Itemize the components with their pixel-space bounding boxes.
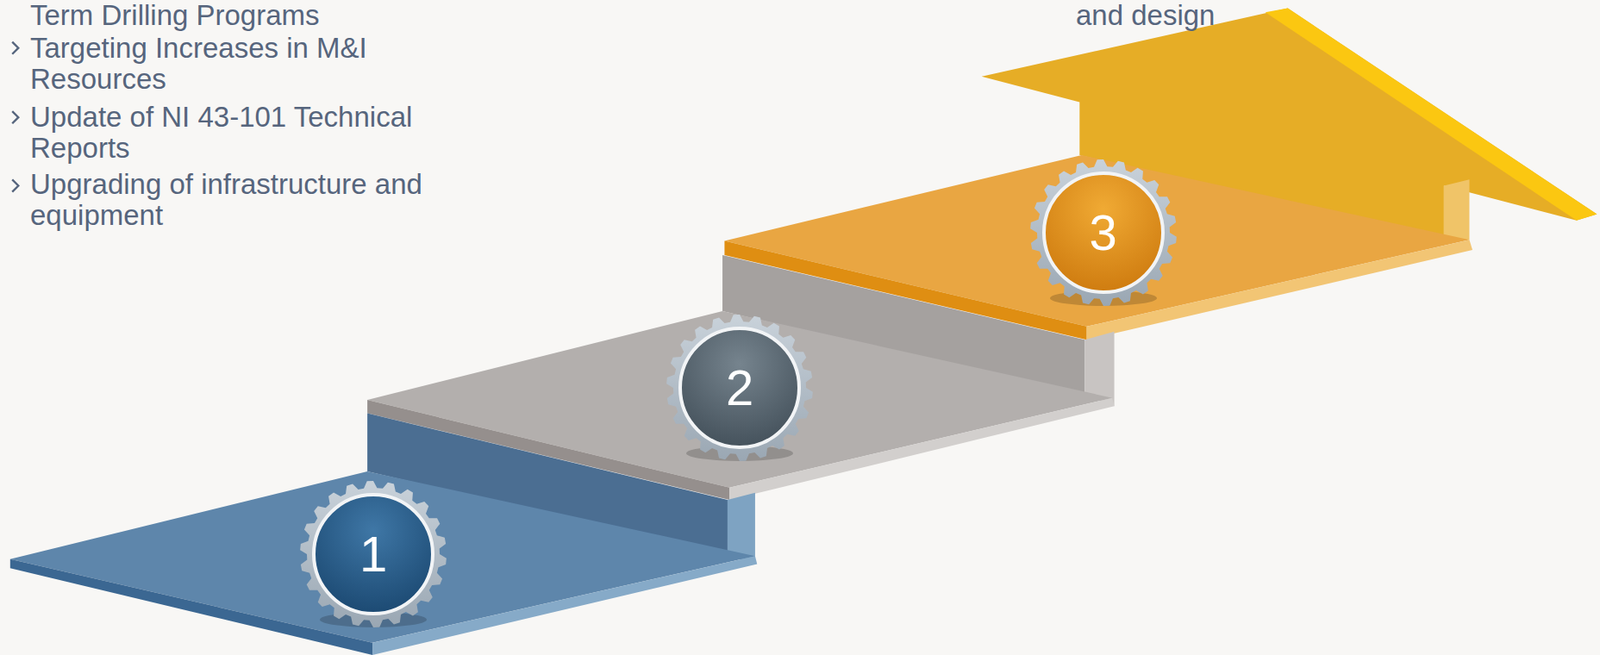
bullet-chevron: [12, 42, 19, 55]
gear-badge: 1: [295, 476, 451, 632]
bullet-text: and design: [1075, 0, 1335, 32]
step-number: 3: [1025, 155, 1182, 311]
bullet-chevron: [12, 111, 19, 124]
gear-badge: 3: [1025, 155, 1182, 311]
gear-badge: 2: [662, 310, 818, 466]
bullet-text: Upgrading of infrastructure and equipmen…: [30, 168, 488, 232]
bullet-chevron: [12, 179, 19, 192]
bullet-text: Targeting Increases in M&I Resources: [30, 32, 488, 95]
step-one: [10, 471, 757, 655]
step-number: 1: [295, 476, 451, 632]
bullet-text: Term Drilling Programs: [30, 0, 496, 32]
bullet-text: Update of NI 43-101 Technical Reports: [30, 101, 488, 164]
step-number: 2: [662, 310, 818, 466]
